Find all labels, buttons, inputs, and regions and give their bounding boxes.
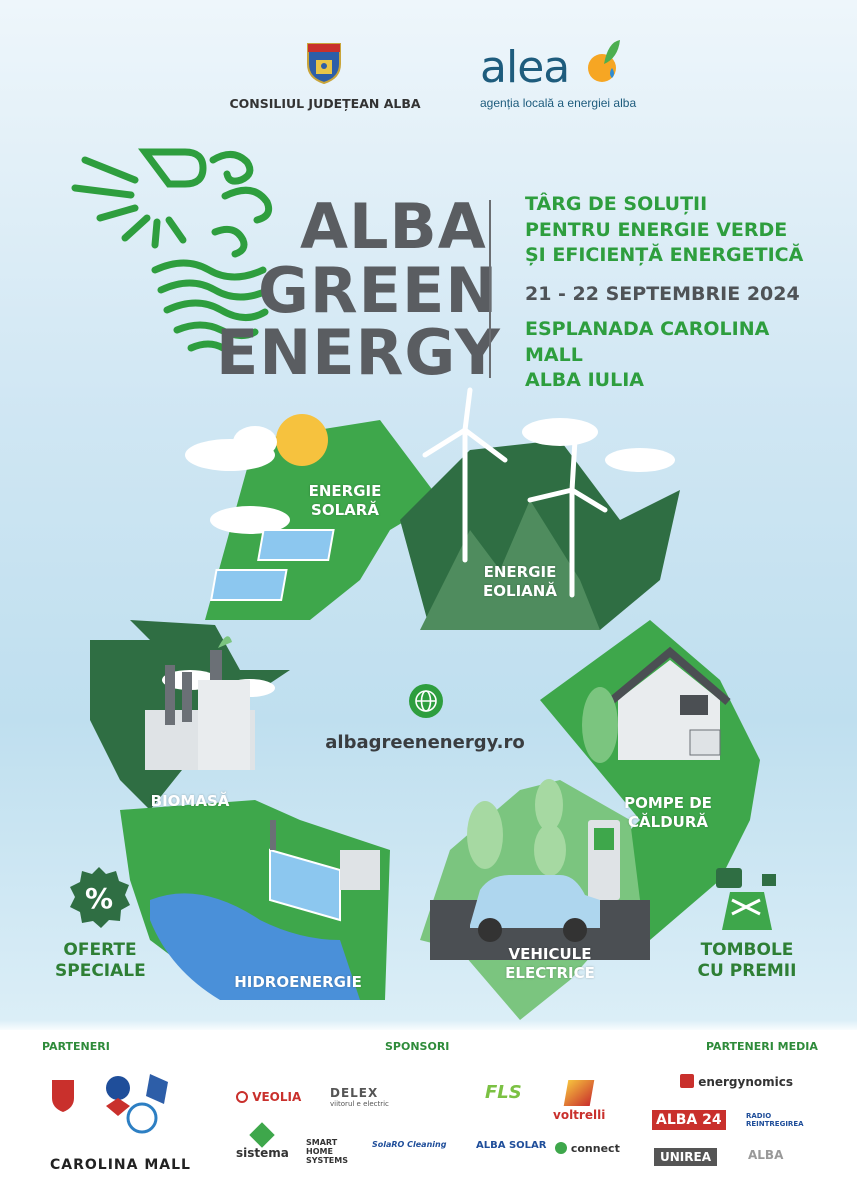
- voltrelli-icon: [563, 1080, 595, 1106]
- media-energynomics: energynomics: [680, 1074, 793, 1089]
- council-logo: CONSILIUL JUDEȚEAN ALBA: [220, 40, 430, 115]
- alea-logo: alea agenția locală a energiei alba: [478, 38, 648, 113]
- sponsor-sistema: sistema: [236, 1122, 289, 1160]
- partners-heading: PARTENERI: [42, 1040, 110, 1053]
- svg-text:%: %: [85, 882, 113, 915]
- discount-badge-icon: %: [70, 867, 130, 928]
- orange-drop-leaf-icon: [588, 40, 620, 82]
- label-ev: VEHICULE ELECTRICE: [505, 945, 595, 982]
- sponsor-voltrelli: voltrelli: [553, 1080, 605, 1122]
- event-dates: 21 - 22 SEPTEMBRIE 2024: [525, 282, 800, 305]
- title-line-green: GREEN: [258, 254, 499, 327]
- factory-icon: [145, 636, 255, 770]
- sponsor-alba-solar: ALBA SOLAR: [476, 1140, 547, 1151]
- partner-carolina-mall: CAROLINA MALL: [50, 1157, 191, 1173]
- ev-charger-icon: [588, 820, 620, 900]
- title-line-energy: ENERGY: [216, 316, 501, 389]
- label-wind: ENERGIE EOLIANĂ: [483, 563, 557, 600]
- sponsors-heading: SPONSORI: [385, 1040, 450, 1053]
- partner-crest-icon: [52, 1074, 168, 1134]
- recycle-illustration: [90, 387, 760, 1020]
- green-energy-emblem-icon: [71, 148, 273, 352]
- coat-of-arms-icon: [307, 43, 341, 84]
- label-biomass: BIOMASĂ: [150, 792, 230, 810]
- alea-wordmark: alea: [480, 42, 570, 93]
- title-line-alba: ALBA: [300, 190, 487, 263]
- event-line-1: TÂRG DE SOLUȚII: [525, 193, 708, 215]
- event-venue-2: ALBA IULIA: [525, 369, 644, 392]
- house-icon: [582, 646, 731, 763]
- globe-icon: [409, 684, 443, 718]
- sponsor-smart-home: SMART HOME SYSTEMS: [306, 1138, 348, 1165]
- sponsor-solaro: SolaRO Cleaning: [372, 1140, 447, 1149]
- energynomics-icon: [680, 1074, 694, 1088]
- sponsor-delex: DELEX viitorul e electric: [330, 1086, 389, 1108]
- solar-panels-icon: [210, 529, 335, 601]
- veolia-icon: [236, 1091, 248, 1103]
- label-hydro: HIDROENERGIE: [234, 973, 362, 991]
- media-alba24: ALBA 24: [652, 1110, 726, 1130]
- sponsor-connect: connect: [555, 1142, 620, 1155]
- event-line-2: PENTRU ENERGIE VERDE: [525, 218, 788, 241]
- sun-icon: [276, 414, 328, 466]
- event-venue-1: ESPLANADA CAROLINA MALL: [525, 317, 770, 366]
- wind-turbine-icon: [422, 387, 608, 598]
- title-divider: [489, 200, 491, 378]
- offers-label: OFERTE SPECIALE: [55, 940, 146, 982]
- website-link[interactable]: albagreenenergy.ro: [325, 732, 525, 753]
- media-alba: ALBA: [748, 1148, 784, 1162]
- connect-icon: [555, 1142, 567, 1154]
- raffles-label: TOMBOLE CU PREMII: [697, 940, 797, 982]
- label-heat-pumps: POMPE DE CĂLDURĂ: [624, 794, 712, 831]
- council-name: CONSILIUL JUDEȚEAN ALBA: [229, 96, 421, 111]
- media-radio-reintregirea: RADIO REINTREGIREA: [746, 1112, 804, 1128]
- event-info: TÂRG DE SOLUȚII PENTRU ENERGIE VERDE ȘI …: [525, 192, 825, 394]
- label-solar: ENERGIE SOLARĂ: [308, 482, 382, 519]
- event-line-3: ȘI EFICIENȚĂ ENERGETICĂ: [525, 244, 804, 267]
- sponsor-veolia: VEOLIA: [236, 1090, 301, 1104]
- raffle-box-icon: [716, 868, 776, 930]
- media-unirea: UNIREA: [654, 1148, 717, 1166]
- sponsor-fls: FLS: [485, 1082, 522, 1103]
- alea-tagline: agenția locală a energiei alba: [480, 96, 637, 110]
- hydro-dam-icon: [269, 820, 380, 922]
- sistema-icon: [249, 1122, 276, 1148]
- media-heading: PARTENERI MEDIA: [706, 1040, 818, 1053]
- electric-car-icon: [470, 875, 600, 942]
